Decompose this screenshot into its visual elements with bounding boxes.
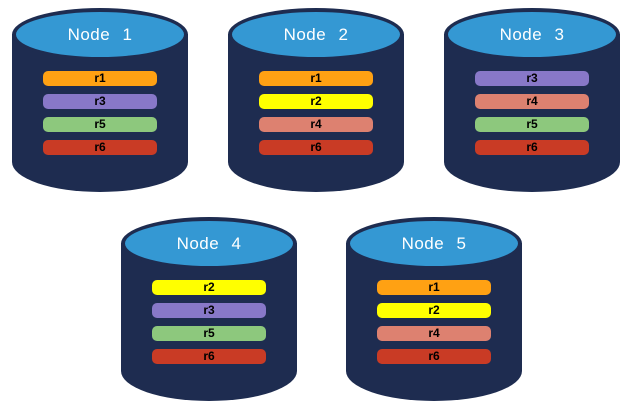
replica-bar: r6 — [152, 349, 266, 364]
node-title: Node 3 — [499, 24, 565, 44]
replica-bar: r1 — [377, 280, 491, 295]
replica-bar: r5 — [152, 326, 266, 341]
replica-bar: r4 — [259, 117, 373, 132]
replica-list: r1 r3 r5 r6 — [43, 71, 157, 155]
database-node-1: Node 1 r1 r3 r5 r6 — [12, 8, 188, 192]
replica-bar: r3 — [152, 303, 266, 318]
replica-bar: r6 — [43, 140, 157, 155]
cylinder-top: Node 2 — [228, 8, 404, 61]
replica-bar: r5 — [43, 117, 157, 132]
node-title: Node 5 — [401, 233, 467, 253]
node-title: Node 4 — [176, 233, 242, 253]
cylinder-top: Node 1 — [12, 8, 188, 61]
replica-bar: r2 — [152, 280, 266, 295]
replica-bar: r1 — [43, 71, 157, 86]
replica-bar: r2 — [259, 94, 373, 109]
replica-bar: r6 — [377, 349, 491, 364]
database-node-5: Node 5 r1 r2 r4 r6 — [346, 217, 522, 401]
replica-bar: r5 — [475, 117, 589, 132]
replica-list: r1 r2 r4 r6 — [377, 280, 491, 364]
cylinder-top: Node 5 — [346, 217, 522, 270]
database-node-2: Node 2 r1 r2 r4 r6 — [228, 8, 404, 192]
cylinder-top: Node 4 — [121, 217, 297, 270]
replica-bar: r2 — [377, 303, 491, 318]
node-title: Node 2 — [283, 24, 349, 44]
cylinder-top: Node 3 — [444, 8, 620, 61]
replica-bar: r3 — [475, 71, 589, 86]
replica-bar: r6 — [259, 140, 373, 155]
replica-bar: r1 — [259, 71, 373, 86]
replica-list: r2 r3 r5 r6 — [152, 280, 266, 364]
replica-list: r3 r4 r5 r6 — [475, 71, 589, 155]
database-node-3: Node 3 r3 r4 r5 r6 — [444, 8, 620, 192]
replica-bar: r4 — [475, 94, 589, 109]
replica-bar: r3 — [43, 94, 157, 109]
replica-list: r1 r2 r4 r6 — [259, 71, 373, 155]
database-node-4: Node 4 r2 r3 r5 r6 — [121, 217, 297, 401]
replica-bar: r4 — [377, 326, 491, 341]
replica-bar: r6 — [475, 140, 589, 155]
node-title: Node 1 — [67, 24, 133, 44]
